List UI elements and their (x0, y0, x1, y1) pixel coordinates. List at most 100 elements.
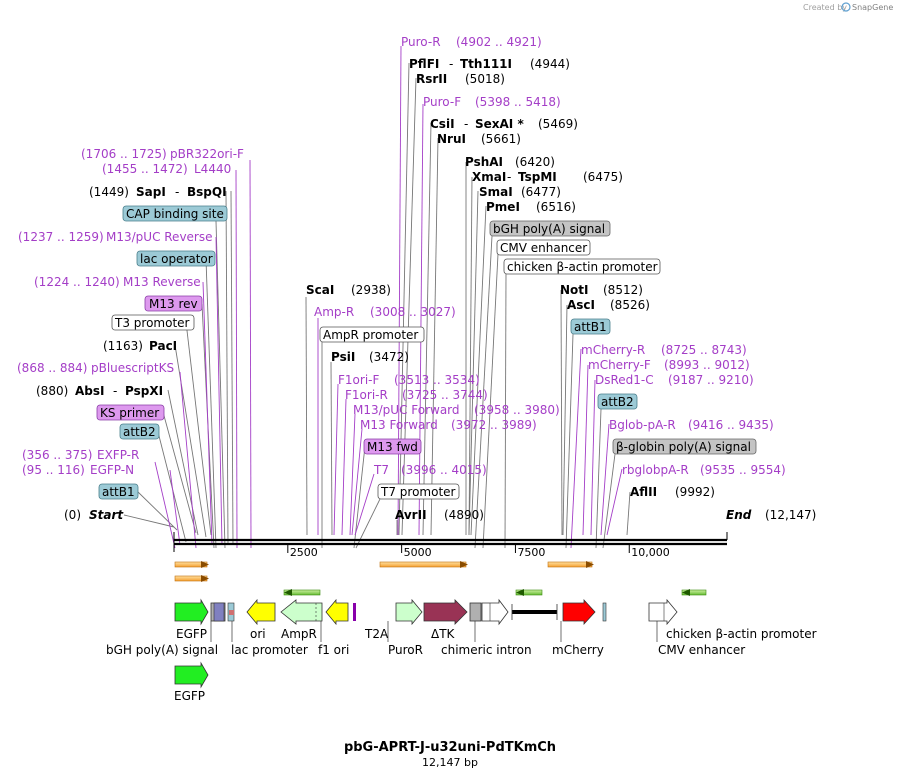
ori-feature[interactable] (246, 598, 276, 626)
label-leaders (123, 45, 631, 549)
start-label: Start (89, 508, 124, 522)
primer-label[interactable]: mCherry-F (588, 358, 651, 372)
enzyme-position: (8526) (610, 298, 650, 312)
enzyme-label[interactable]: PmeI (486, 200, 520, 214)
primer-label[interactable]: M13/pUC Reverse (106, 230, 213, 244)
primer-label[interactable]: Bglob-pA-R (609, 418, 676, 432)
enzyme-label[interactable]: TspMI (518, 170, 557, 184)
t2a-feature[interactable] (353, 603, 356, 621)
enzyme-label[interactable]: RsrII (416, 72, 447, 86)
feature-label: lac promoter (231, 643, 308, 657)
egfp-feature-2[interactable] (174, 661, 209, 689)
scale-tick-label: 2500 (290, 546, 318, 559)
enzyme-label[interactable]: PacI (149, 339, 177, 353)
primer-label[interactable]: Puro-R (401, 35, 441, 49)
feature-box[interactable] (111, 314, 195, 331)
primer-range: (3008 .. 3027) (370, 305, 456, 319)
feature-box[interactable] (144, 295, 203, 312)
polya-feature[interactable] (469, 602, 482, 622)
primer-range: (3958 .. 3980) (474, 403, 560, 417)
egfp-feature[interactable] (174, 598, 209, 626)
enzyme-label[interactable]: BspQI (187, 185, 227, 199)
feature-box[interactable] (122, 205, 228, 222)
feature-label: AmpR (281, 627, 317, 641)
svg-text:-: - (449, 57, 453, 71)
dtk-feature[interactable] (423, 599, 468, 625)
feature-box[interactable] (489, 220, 611, 237)
feature-track (174, 598, 678, 689)
primer-range: (868 .. 884) (17, 361, 87, 375)
attb2-feature[interactable] (602, 602, 607, 622)
feature-label: chicken β-actin promoter (666, 627, 817, 641)
enzyme-position: (6420) (515, 155, 555, 169)
enzyme-label[interactable]: SmaI (479, 185, 513, 199)
enzyme-position: (5018) (465, 72, 505, 86)
primer-label[interactable]: M13 Forward (360, 418, 438, 432)
feature-box[interactable] (136, 250, 216, 267)
orf-arrows (174, 561, 707, 596)
enzyme-label[interactable]: NruI (437, 132, 466, 146)
enzyme-label[interactable]: AvrII (395, 508, 427, 522)
feature-box[interactable] (363, 438, 422, 455)
enzyme-label[interactable]: CsiI (430, 117, 455, 131)
feature-box-label: T7 promoter (380, 485, 456, 499)
primer-label[interactable]: M13 Reverse (123, 275, 201, 289)
feature-box[interactable] (503, 258, 661, 275)
enzyme-label[interactable]: XmaI (472, 170, 506, 184)
feature-box-label: CAP binding site (126, 207, 224, 221)
primer-label[interactable]: EGFP-N (90, 463, 134, 477)
primer-label[interactable]: T7 (373, 463, 389, 477)
enzyme-position: (5661) (481, 132, 521, 146)
mcherry-feature[interactable] (562, 598, 596, 626)
puror-feature[interactable] (395, 598, 423, 626)
feature-box[interactable] (612, 438, 757, 455)
enzyme-label[interactable]: PspXI (125, 384, 163, 398)
feature-box[interactable] (570, 318, 611, 335)
feature-box[interactable] (319, 326, 425, 343)
feature-box[interactable] (377, 483, 460, 500)
enzyme-label[interactable]: PshAI (465, 155, 503, 169)
enzyme-position: (6477) (521, 185, 561, 199)
feature-box[interactable] (98, 483, 139, 500)
primer-label[interactable]: M13/pUC Forward (353, 403, 460, 417)
promoter-feature[interactable] (481, 598, 509, 626)
primer-label[interactable]: Amp-R (314, 305, 354, 319)
feature-box-label: T3 promoter (114, 316, 190, 330)
feature-label: EGFP (176, 627, 207, 641)
primer-label[interactable]: mCherry-R (581, 343, 645, 357)
primer-label[interactable]: pBR322ori-F (170, 147, 244, 161)
attb-site-feature[interactable] (213, 602, 225, 622)
enzyme-label[interactable]: AflII (630, 485, 657, 499)
primer-label[interactable]: pBluescriptKS (91, 361, 174, 375)
attb2-site-feature[interactable] (229, 610, 234, 615)
feature-box[interactable] (597, 393, 638, 410)
f1-ori-feature[interactable] (325, 598, 349, 626)
feature-stubs (210, 621, 658, 642)
primer-label[interactable]: rbglobpA-R (622, 463, 689, 477)
primer-label[interactable]: Puro-F (423, 95, 461, 109)
primer-label[interactable]: F1ori-R (345, 388, 388, 402)
enzyme-label[interactable]: Tth111I (460, 57, 512, 71)
primer-range: (5398 .. 5418) (475, 95, 561, 109)
feature-box[interactable] (496, 239, 591, 256)
primer-label[interactable]: F1ori-F (338, 373, 379, 387)
enzyme-label[interactable]: ScaI (306, 283, 334, 297)
chicken-actin-promoter-feature[interactable] (648, 598, 678, 626)
enzyme-label[interactable]: AbsI (75, 384, 104, 398)
enzyme-label[interactable]: NotI (560, 283, 589, 297)
enzyme-label[interactable]: SapI (136, 185, 166, 199)
ampr-feature[interactable] (280, 599, 323, 625)
feature-box[interactable] (96, 404, 165, 421)
primer-range: (9187 .. 9210) (668, 373, 754, 387)
feature-label: bGH poly(A) signal (106, 643, 218, 657)
primer-label[interactable]: EXFP-R (97, 448, 139, 462)
orf-arrow (379, 561, 468, 568)
enzyme-label[interactable]: SexAI * (475, 117, 524, 131)
enzyme-label[interactable]: PflFI (409, 57, 439, 71)
primer-label[interactable]: L4440 (194, 162, 231, 176)
enzyme-position: (880) (36, 384, 68, 398)
primer-label[interactable]: DsRed1-C (595, 373, 654, 387)
enzyme-label[interactable]: AscI (567, 298, 595, 312)
enzyme-label[interactable]: PsiI (331, 350, 355, 364)
feature-box[interactable] (119, 423, 160, 440)
